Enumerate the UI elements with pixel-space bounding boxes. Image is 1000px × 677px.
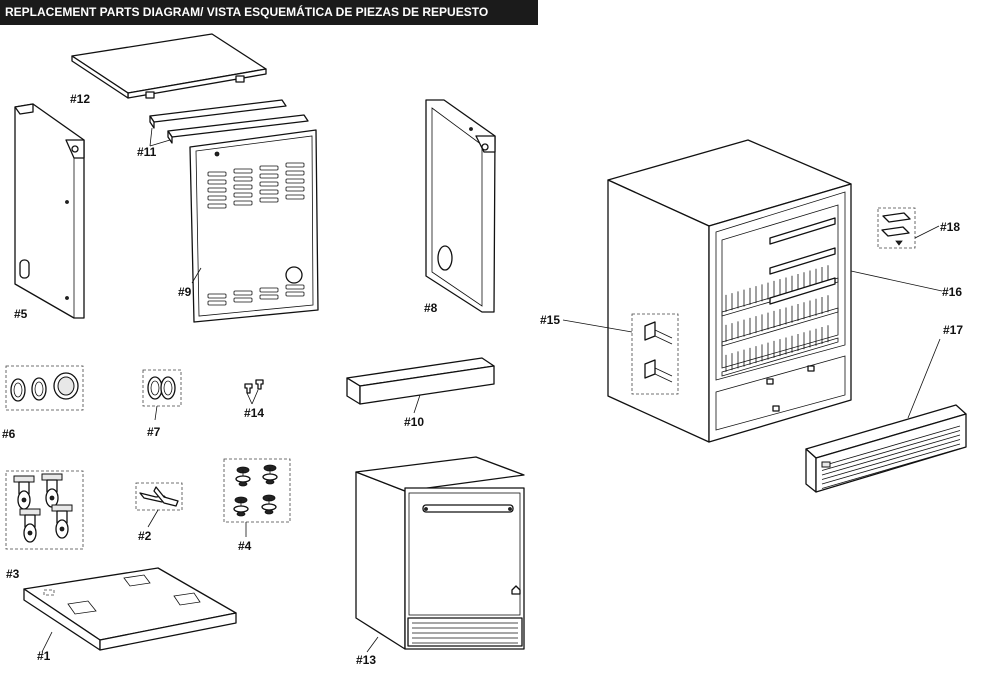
part-8-side-panel	[425, 99, 496, 313]
part-15-hinges	[631, 313, 679, 395]
label-part-11: #11	[137, 145, 157, 159]
part-14-clips	[244, 379, 264, 394]
part-3-casters	[5, 470, 84, 550]
label-part-2: #2	[138, 529, 152, 543]
part-12-top-panel	[71, 33, 267, 99]
label-part-16: #16	[942, 285, 962, 299]
label-part-9: #9	[178, 285, 192, 299]
label-part-5: #5	[14, 307, 28, 321]
part-1-base	[23, 567, 237, 651]
label-part-1: #1	[37, 649, 51, 663]
label-part-18: #18	[940, 220, 960, 234]
part-10-foam-bar	[346, 357, 495, 405]
label-part-17: #17	[943, 323, 963, 337]
part-7-rings	[142, 369, 182, 407]
label-part-3: #3	[6, 567, 20, 581]
label-part-15: #15	[540, 313, 560, 327]
part-17-kick-plate	[805, 404, 967, 493]
part-2-brackets	[135, 482, 183, 511]
label-part-13: #13	[356, 653, 376, 667]
part-4-leveling-feet	[223, 458, 291, 523]
label-part-10: #10	[404, 415, 424, 429]
part-13-front-unit	[355, 456, 525, 650]
part-11-rails	[149, 99, 309, 144]
part-9-back-panel	[189, 129, 319, 323]
label-part-7: #7	[147, 425, 161, 439]
label-part-6: #6	[2, 427, 16, 441]
label-part-8: #8	[424, 301, 438, 315]
label-part-4: #4	[238, 539, 252, 553]
cabinet-assembly	[607, 139, 852, 443]
part-5-side-panel	[14, 103, 85, 319]
label-part-14: #14	[244, 406, 264, 420]
part-6-rings	[5, 365, 84, 411]
label-part-12: #12	[70, 92, 90, 106]
part-18-bracket-kit	[877, 207, 916, 249]
diagram-title: REPLACEMENT PARTS DIAGRAM/ VISTA ESQUEMÁ…	[0, 0, 538, 25]
